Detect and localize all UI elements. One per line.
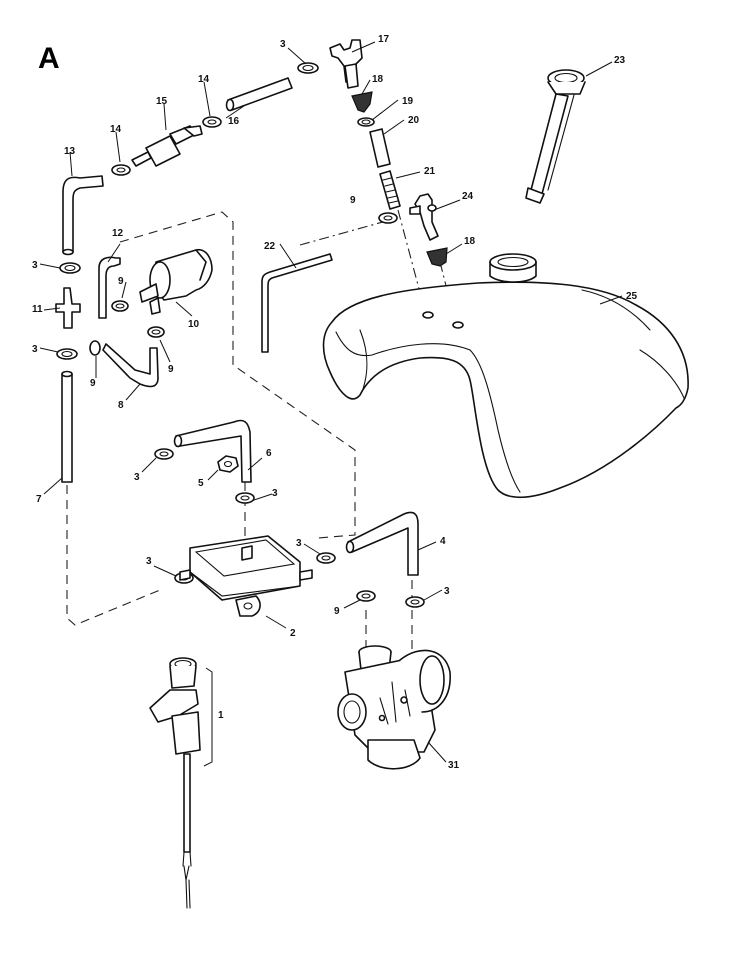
callout-17: 17 <box>378 34 390 45</box>
callout-19: 19 <box>402 96 414 107</box>
callout-12: 12 <box>112 228 124 239</box>
callout-13: 13 <box>64 146 76 157</box>
carburetor <box>337 645 451 770</box>
figure-letter: A <box>38 42 60 75</box>
callout-24: 24 <box>462 191 474 202</box>
callout-14b: 14 <box>110 124 122 135</box>
inline-fuel-filter <box>131 125 203 167</box>
callout-6: 6 <box>266 448 272 459</box>
vent-tube <box>261 253 333 353</box>
choke-cable <box>149 657 201 909</box>
callout-1: 1 <box>218 710 224 721</box>
standpipe <box>369 128 391 168</box>
callout-20: 20 <box>408 115 420 126</box>
callout-10: 10 <box>188 319 200 330</box>
callout-15: 15 <box>156 96 168 107</box>
fuel-petcock <box>329 39 363 89</box>
callout-9c: 9 <box>168 364 174 375</box>
callout-3: 3 <box>280 39 286 50</box>
callout-2: 2 <box>290 628 296 639</box>
callout-3c: 3 <box>32 344 38 355</box>
fuel-tap-elbow <box>409 193 439 241</box>
callout-4: 4 <box>440 536 446 547</box>
fuel-strainer <box>379 170 401 210</box>
o-ring <box>357 117 375 127</box>
callout-labels: 3 17 18 19 20 21 23 24 18 25 22 9 15 14 … <box>32 34 638 771</box>
fuel-pump <box>139 248 213 315</box>
filter-screen <box>351 91 448 267</box>
callout-3e: 3 <box>272 488 278 499</box>
callout-3h: 3 <box>444 586 450 597</box>
callout-8: 8 <box>118 400 124 411</box>
callout-9d: 9 <box>90 378 96 389</box>
callout-9b: 9 <box>118 276 124 287</box>
callout-16: 16 <box>228 116 240 127</box>
callout-3f: 3 <box>296 538 302 549</box>
callout-7: 7 <box>36 494 42 505</box>
callout-9: 9 <box>350 195 356 206</box>
fuel-tank <box>322 253 689 499</box>
leader-lines <box>39 41 623 767</box>
callout-3g: 3 <box>146 556 152 567</box>
callout-3b: 3 <box>32 260 38 271</box>
callout-18b: 18 <box>464 236 476 247</box>
callout-14: 14 <box>198 74 210 85</box>
callout-25: 25 <box>626 291 638 302</box>
callout-21: 21 <box>424 166 436 177</box>
nut <box>217 455 239 473</box>
callout-31: 31 <box>448 760 460 771</box>
t-fitting <box>55 287 81 329</box>
filter-housing <box>179 535 313 617</box>
callout-11: 11 <box>32 304 43 315</box>
callout-3d: 3 <box>134 472 140 483</box>
fuel-hose <box>61 77 419 576</box>
callout-22: 22 <box>264 241 276 252</box>
callout-23: 23 <box>614 55 626 66</box>
fuel-gauge-sender <box>525 69 586 204</box>
callout-9e: 9 <box>334 606 340 617</box>
callout-5: 5 <box>198 478 204 489</box>
callout-18: 18 <box>372 74 384 85</box>
